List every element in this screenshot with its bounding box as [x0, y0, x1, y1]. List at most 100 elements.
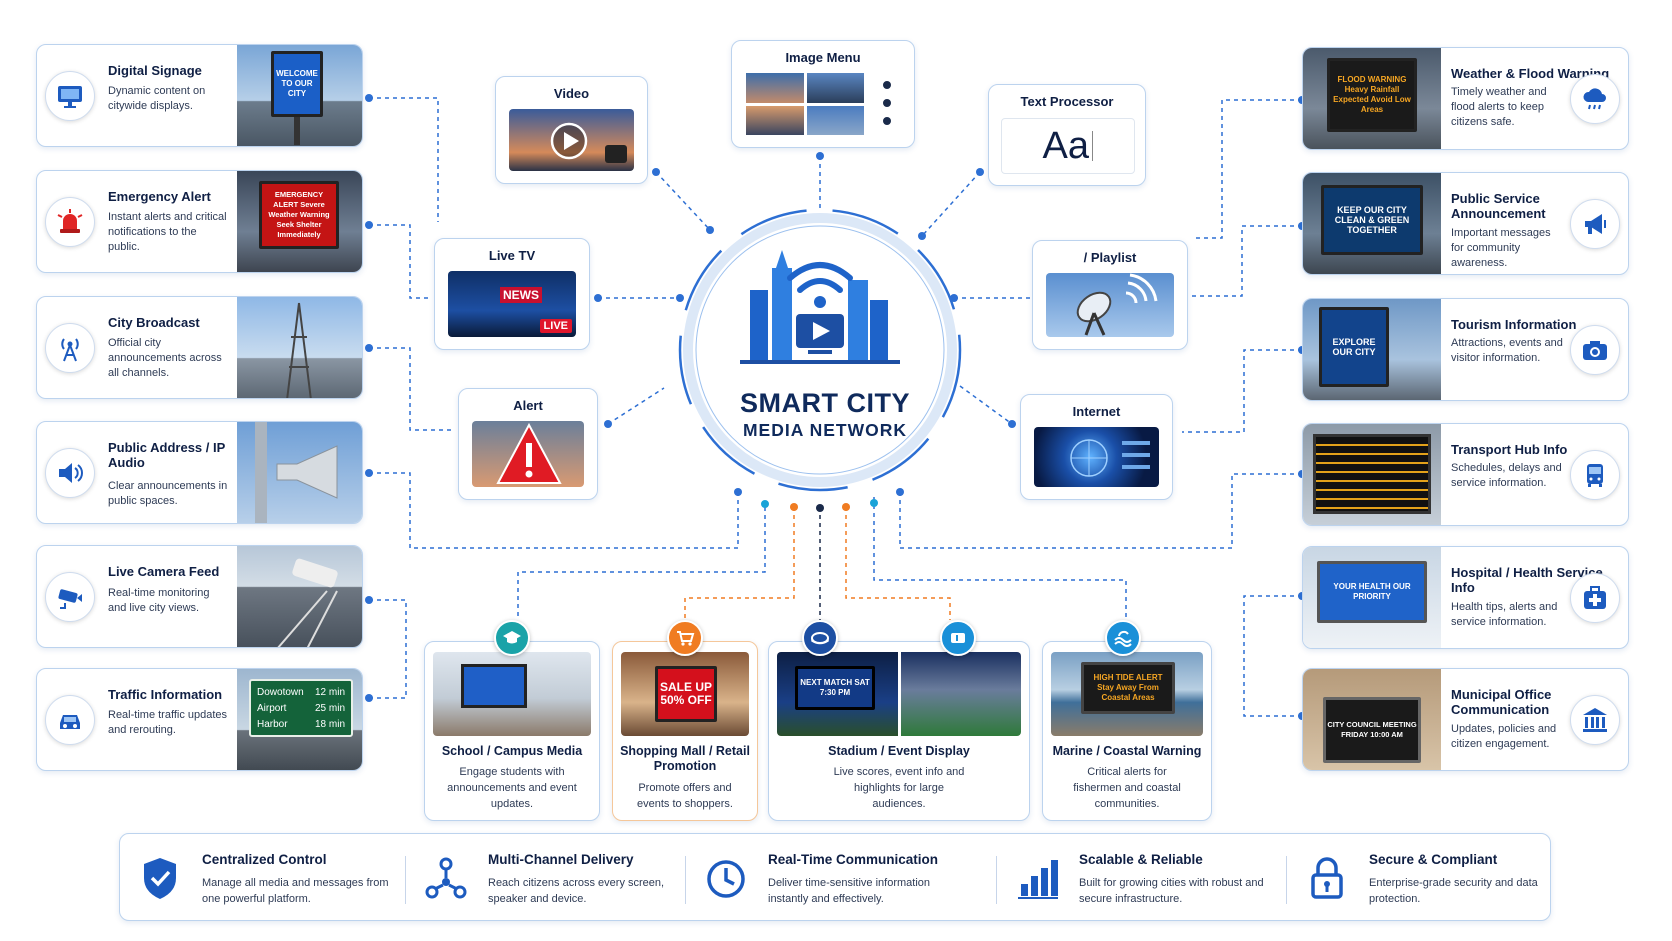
- card-transport-hub[interactable]: Transport Hub Info Schedules, delays and…: [1302, 423, 1629, 526]
- card-city-broadcast[interactable]: City Broadcast Official city announcemen…: [36, 296, 363, 399]
- card-desc: Live scores, event info and highlights f…: [833, 766, 965, 810]
- bottom-card-marine[interactable]: HIGH TIDE ALERT Stay Away From Coastal A…: [1042, 641, 1212, 821]
- psa-sign: KEEP OUR CITY CLEAN & GREEN TOGETHER: [1321, 185, 1423, 255]
- card-title: Public Service Announcement: [1451, 191, 1546, 221]
- megaphone-icon: [1570, 199, 1620, 249]
- feature-desc: Built for growing cities with robust and…: [1079, 877, 1264, 905]
- card-live-camera[interactable]: Live Camera Feed Real-time monitoring an…: [36, 545, 363, 648]
- city-hall-photo: CITY COUNCIL MEETING FRIDAY 10:00 AM: [1303, 669, 1441, 770]
- feature-desc: Reach citizens across every screen, spea…: [488, 877, 665, 905]
- kebab-menu-icon[interactable]: [880, 79, 894, 131]
- mall-photo: SALE UP 50% OFF: [621, 652, 749, 736]
- feature-desc: Manage all media and messages from one p…: [202, 877, 389, 905]
- padlock-icon: [1311, 857, 1343, 899]
- flood-sign-photo: FLOOD WARNING Heavy Rainfall Expected Av…: [1303, 48, 1441, 149]
- media-label: Live TV: [488, 248, 536, 263]
- media-card-video[interactable]: Video: [495, 76, 648, 184]
- departures-board-photo: [1303, 424, 1441, 525]
- media-label: Alert: [513, 398, 543, 413]
- clock-icon: [707, 860, 745, 898]
- card-public-address[interactable]: Public Address / IP Audio Clear announce…: [36, 421, 363, 524]
- card-title: Digital Signage: [108, 63, 202, 78]
- text-sample-box: Aa: [1001, 118, 1135, 174]
- card-desc: Health tips, alerts and service informat…: [1451, 601, 1558, 628]
- divider: [1286, 856, 1287, 904]
- match-sign: NEXT MATCH SAT 7:30 PM: [795, 666, 875, 710]
- play-icon: [550, 122, 627, 163]
- hub-title: SMART CITY: [740, 388, 910, 418]
- card-title: Public Address / IP Audio: [108, 440, 226, 470]
- camera-icon: [1570, 325, 1620, 375]
- media-card-internet[interactable]: Internet: [1020, 394, 1173, 500]
- feature-centralized-control: Centralized Control Manage all media and…: [120, 834, 400, 922]
- speaker-icon: [45, 448, 95, 498]
- divider: [996, 856, 997, 904]
- feature-title: Scalable & Reliable: [1079, 852, 1203, 867]
- bottom-card-school[interactable]: School / Campus Media Engage students wi…: [424, 641, 600, 821]
- media-label: Internet: [1072, 404, 1121, 419]
- hospital-display-photo: YOUR HEALTH OUR PRIORITY: [1303, 547, 1441, 648]
- card-desc: Clear announcements in public spaces.: [108, 480, 228, 507]
- card-traffic-info[interactable]: Traffic Information Real-time traffic up…: [36, 668, 363, 771]
- broadcast-tower-icon: [45, 323, 95, 373]
- card-title: Stadium / Event Display: [828, 744, 970, 758]
- feature-title: Secure & Compliant: [1369, 852, 1498, 867]
- media-card-live-tv[interactable]: Live TV NEWS LIVE: [434, 238, 590, 350]
- sign-time: 18 min: [314, 719, 345, 730]
- card-weather-flood[interactable]: FLOOD WARNING Heavy Rainfall Expected Av…: [1302, 47, 1629, 150]
- alert-thumbnail: [472, 421, 584, 487]
- card-title: Shopping Mall / Retail Promotion: [620, 744, 750, 773]
- media-card-text-processor[interactable]: Text Processor Aa: [988, 84, 1146, 186]
- bottom-card-shopping[interactable]: SALE UP 50% OFF Shopping Mall / Retail P…: [612, 641, 758, 821]
- feature-title: Multi-Channel Delivery: [488, 852, 634, 867]
- bus-icon: [1570, 450, 1620, 500]
- card-tourism[interactable]: EXPLORE OUR CITY Tourism Information Att…: [1302, 298, 1629, 401]
- feature-scalable: Scalable & Reliable Built for growing ci…: [997, 834, 1287, 922]
- tide-sign: HIGH TIDE ALERT Stay Away From Coastal A…: [1081, 662, 1175, 714]
- shopping-cart-icon: [667, 620, 703, 656]
- feature-multi-channel: Multi-Channel Delivery Reach citizens ac…: [406, 834, 686, 922]
- car-icon: [45, 695, 95, 745]
- bottom-card-stadium[interactable]: NEXT MATCH SAT 7:30 PM Stadium / Event D…: [768, 641, 1030, 821]
- sign-place: Harbor: [257, 719, 288, 730]
- feature-desc: Deliver time-sensitive information insta…: [768, 877, 930, 905]
- media-card-image-menu[interactable]: Image Menu: [731, 40, 915, 148]
- tourism-sign: EXPLORE OUR CITY: [1319, 307, 1389, 387]
- feature-title: Real-Time Communication: [768, 852, 939, 867]
- card-emergency-alert[interactable]: Emergency Alert Instant alerts and criti…: [36, 170, 363, 273]
- card-desc: Timely weather and flood alerts to keep …: [1451, 86, 1547, 128]
- card-digital-signage[interactable]: Digital Signage Dynamic content on cityw…: [36, 44, 363, 147]
- media-label: / Playlist: [1083, 250, 1137, 265]
- medical-kit-icon: [1570, 573, 1620, 623]
- alert-board-photo: EMERGENCY ALERT Severe Weather Warning S…: [237, 171, 362, 272]
- health-sign: YOUR HEALTH OUR PRIORITY: [1317, 561, 1427, 623]
- card-desc: Schedules, delays and service informatio…: [1451, 462, 1562, 489]
- central-hub: [664, 200, 976, 500]
- tower-photo: [237, 297, 362, 398]
- card-title: Transport Hub Info: [1451, 442, 1568, 457]
- flood-sign: FLOOD WARNING Heavy Rainfall Expected Av…: [1327, 58, 1417, 132]
- news-badge: NEWS: [500, 287, 542, 303]
- card-title: Traffic Information: [108, 687, 223, 702]
- card-desc: Attractions, events and visitor informat…: [1451, 337, 1563, 364]
- card-desc: Real-time monitoring and live city views…: [108, 587, 210, 614]
- card-desc: Official city announcements across all c…: [108, 337, 222, 379]
- departures-board: [1313, 434, 1431, 514]
- text-sample: Aa: [1042, 124, 1089, 167]
- sign-time: 12 min: [314, 687, 345, 698]
- satellite-dish-icon: [1076, 273, 1158, 336]
- card-hospital-health[interactable]: YOUR HEALTH OUR PRIORITY Hospital / Heal…: [1302, 546, 1629, 649]
- city-play-icon: [740, 250, 900, 364]
- media-card-alert[interactable]: Alert: [458, 388, 598, 500]
- card-municipal-office[interactable]: CITY COUNCIL MEETING FRIDAY 10:00 AM Mun…: [1302, 668, 1629, 771]
- sign-place: Airport: [257, 703, 287, 714]
- card-desc: Updates, policies and citizen engagement…: [1451, 723, 1557, 750]
- card-title: Tourism Information: [1451, 317, 1577, 332]
- media-card-playlist[interactable]: / Playlist: [1032, 240, 1188, 350]
- campus-photo: [433, 652, 591, 736]
- card-public-service[interactable]: KEEP OUR CITY CLEAN & GREEN TOGETHER Pub…: [1302, 172, 1629, 275]
- card-title: Hospital / Health Service Info: [1451, 565, 1603, 595]
- live-tv-thumbnail: NEWS LIVE: [448, 271, 576, 337]
